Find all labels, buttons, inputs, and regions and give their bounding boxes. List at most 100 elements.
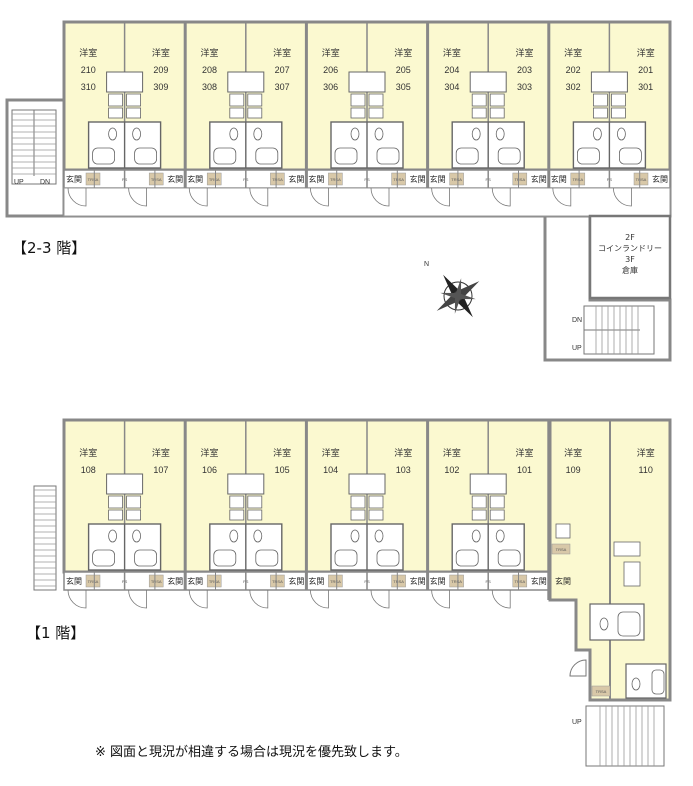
- toilet-icon: [593, 127, 602, 141]
- room-type-label: 洋室: [322, 447, 340, 459]
- trunk-label: TRSA: [636, 177, 647, 182]
- bathtub-icon: [376, 147, 400, 165]
- room-number-lower: 305: [396, 82, 411, 92]
- entrance-label: 玄関: [531, 576, 547, 586]
- sink-unit: [227, 71, 265, 93]
- toilet-icon: [471, 529, 481, 543]
- room-number-upper: 206: [323, 65, 338, 75]
- toilet-icon: [108, 529, 117, 543]
- stove-icon: [108, 93, 123, 107]
- sink-unit: [555, 523, 571, 539]
- toilet-icon: [108, 127, 117, 141]
- bathtub-icon: [213, 147, 237, 165]
- door-swing: [370, 187, 390, 207]
- toilet-icon: [229, 529, 239, 543]
- room-type-label: 洋室: [79, 47, 97, 59]
- fridge-icon: [247, 509, 263, 521]
- bathtub-icon: [334, 549, 358, 567]
- stove-icon: [368, 495, 384, 509]
- stove-icon: [247, 93, 263, 107]
- room-number: 107: [153, 465, 168, 475]
- door-swing: [491, 187, 511, 207]
- stove-icon: [350, 93, 366, 107]
- room-number-upper: 207: [275, 65, 290, 75]
- entrance-label: 玄関: [288, 576, 304, 586]
- door-swing: [188, 589, 208, 609]
- fridge-icon: [593, 107, 608, 119]
- room-number-lower: 307: [275, 82, 290, 92]
- bathtub-icon: [455, 147, 479, 165]
- room-number-upper: 205: [396, 65, 411, 75]
- room-type-label: 洋室: [79, 447, 97, 459]
- trunk-label: TRSA: [330, 177, 341, 182]
- stove-icon: [489, 495, 505, 509]
- stove-icon: [247, 495, 263, 509]
- sink-unit: [106, 473, 144, 495]
- room-type-label: 洋室: [152, 447, 170, 459]
- fridge-icon: [229, 509, 245, 521]
- door-swing: [128, 589, 147, 609]
- room-number-lower: 304: [444, 82, 459, 92]
- entrance-label: 玄関: [308, 174, 324, 184]
- left-stairs-ground: [33, 485, 57, 591]
- common-room-laundry: コインランドリー: [598, 244, 662, 253]
- room-number-upper: 209: [153, 65, 168, 75]
- entrance-label: 玄関: [187, 576, 203, 586]
- right-stairs-ground: UP: [572, 705, 665, 767]
- stairs-up-label-right: UP: [572, 345, 582, 352]
- door-swing: [431, 187, 450, 207]
- common-room: 2F コインランドリー 3F 倉庫: [588, 214, 672, 300]
- room-type-label: 洋室: [322, 47, 340, 59]
- entrance-label: 玄関: [430, 576, 446, 586]
- door-swing: [370, 589, 390, 609]
- stove-icon: [368, 93, 384, 107]
- sink-unit: [469, 473, 507, 495]
- toilet-icon: [253, 127, 263, 141]
- entrance-label: 玄関: [555, 576, 571, 586]
- sink-unit: [106, 71, 144, 93]
- sink-unit: [590, 71, 628, 93]
- room-number-lower: 306: [323, 82, 338, 92]
- room-number: 109: [566, 465, 581, 475]
- entrance-label: 玄関: [410, 576, 426, 586]
- toilet-icon: [599, 617, 609, 631]
- room-type-label: 洋室: [515, 447, 533, 459]
- room-number: 105: [275, 465, 290, 475]
- trunk-label: TRSA: [151, 579, 162, 584]
- sink-unit: [227, 473, 265, 495]
- trunk-label: TRSA: [88, 579, 99, 584]
- entrance-label: 玄関: [66, 174, 82, 184]
- fridge-icon: [108, 509, 123, 521]
- toilet-icon: [350, 127, 360, 141]
- room-number-upper: 202: [566, 65, 581, 75]
- door-swing: [249, 589, 269, 609]
- room-number: 101: [517, 465, 532, 475]
- entrance-label: 玄関: [551, 174, 567, 184]
- toilet-icon: [350, 529, 360, 543]
- stove-icon: [489, 93, 505, 107]
- room-number: 102: [444, 465, 459, 475]
- trunk-label: TRSA: [209, 579, 220, 584]
- trunk-label: TRSA: [514, 579, 525, 584]
- room-number-lower: 303: [517, 82, 532, 92]
- room-type-label: 洋室: [273, 47, 291, 59]
- room-type-label: 洋室: [515, 47, 533, 59]
- door-swing: [249, 187, 269, 207]
- stove-icon: [611, 93, 626, 107]
- stairs-up-label-ground: UP: [572, 719, 582, 726]
- door-swing: [128, 187, 147, 207]
- door-swing: [613, 187, 632, 207]
- door-swing: [310, 187, 329, 207]
- bathtub-icon: [213, 549, 237, 567]
- trunk-label: TRSA: [272, 177, 283, 182]
- stove-icon: [126, 93, 141, 107]
- room-number-lower: 302: [566, 82, 581, 92]
- bathtub-icon: [497, 549, 521, 567]
- stove-icon: [229, 495, 245, 509]
- fridge-icon: [126, 107, 141, 119]
- room-type-label: 洋室: [564, 447, 582, 459]
- common-room-2f: 2F: [625, 233, 635, 242]
- room-number: 108: [81, 465, 96, 475]
- room-number-lower: 301: [638, 82, 653, 92]
- stove-icon: [108, 495, 123, 509]
